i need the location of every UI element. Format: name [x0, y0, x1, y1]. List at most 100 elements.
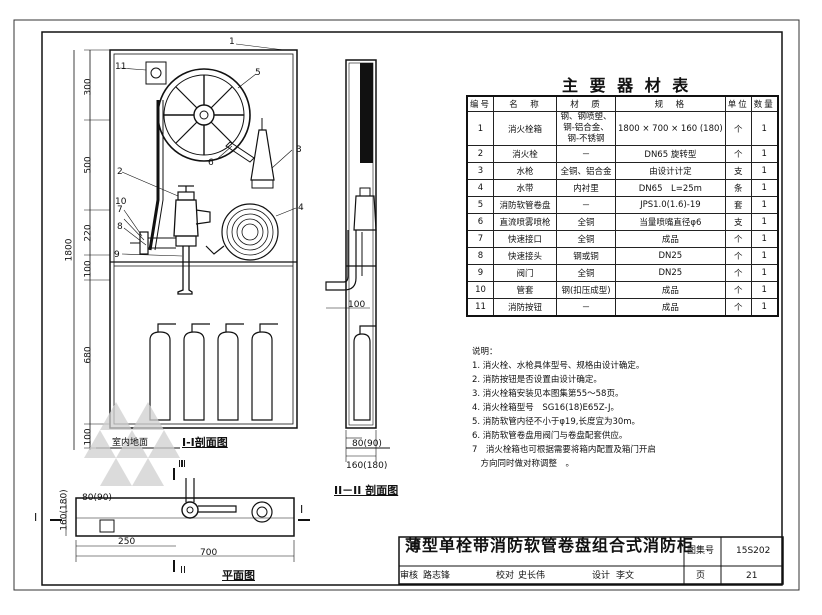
plan-cut-I-left: I: [34, 511, 38, 524]
cell-no: 3: [466, 162, 495, 180]
cell-qty: 1: [750, 213, 779, 231]
callout-7: 7: [117, 205, 123, 215]
watermark-logo: [84, 402, 180, 486]
cell-material: 钢(扣压成型): [556, 281, 617, 299]
reviewer-name: 路志锋: [423, 571, 451, 581]
side-dim-80-90: 80(90): [352, 439, 382, 449]
cell-no: 8: [466, 247, 495, 265]
checker-name: 史长伟: [518, 571, 546, 581]
dim-100-upper: 100: [83, 260, 94, 278]
plan-cut-II-bottom: II: [180, 565, 186, 576]
cell-unit: 支: [724, 162, 752, 180]
cell-material: 全铜: [556, 230, 617, 248]
cell-spec: JPS1.0(1.6)-19: [615, 196, 726, 214]
note-item: 4. 消火栓箱型号 SG16(18)E65Z-J。: [472, 403, 619, 413]
cell-name: 水枪: [493, 162, 558, 180]
col-no: 编号: [466, 95, 495, 112]
dim-300: 300: [83, 78, 94, 96]
table-title: 主 要 器 材 表: [562, 76, 692, 95]
cell-qty: 1: [750, 196, 779, 214]
plan-dim-80-90: 80(90): [82, 493, 112, 503]
dim-1800: 1800: [64, 238, 75, 262]
hose-coil-symbol: [205, 203, 279, 261]
cell-qty: 1: [750, 179, 779, 197]
page-number: 21: [746, 571, 758, 581]
cell-material: －: [556, 298, 617, 317]
page-label: 页: [696, 571, 706, 581]
dim-100-lower: 100: [83, 428, 94, 446]
note-item: 2. 消防按钮是否设置由设计确定。: [472, 375, 602, 385]
note-item: 方向同时做对称调整 。: [472, 459, 575, 469]
side-dim-100: 100: [348, 300, 366, 310]
cell-name: 阀门: [493, 264, 558, 282]
cell-name: 消防软管卷盘: [493, 196, 558, 214]
atlas-number: 15S202: [736, 546, 771, 556]
nozzle-symbol: [250, 118, 275, 189]
cell-qty: 1: [750, 247, 779, 265]
callout-10: 10: [115, 197, 127, 207]
cell-spec: 当量喷嘴直径φ6: [615, 213, 726, 231]
notes: 说明： 1. 消火栓、水枪具体型号、规格由设计确定。 2. 消防按钮是否设置由设计…: [472, 345, 656, 471]
notes-heading: 说明：: [472, 347, 498, 357]
review-label: 审核: [400, 571, 419, 581]
section-II-cut-mark: II: [178, 459, 184, 470]
outer-frame: [13, 19, 800, 591]
extinguishers: [149, 323, 278, 421]
cell-spec: DN25: [615, 247, 726, 265]
cell-unit: 个: [724, 281, 752, 299]
callout-3: 3: [296, 145, 302, 155]
col-spec: 规 格: [615, 95, 726, 112]
cell-spec: 成品: [615, 281, 726, 299]
note-item: 6. 消防软管卷盘用阀门与卷盘配套供应。: [472, 431, 628, 441]
cell-spec: 由设计计定: [615, 162, 726, 180]
inner-frame: [41, 31, 783, 586]
cell-unit: 个: [724, 111, 752, 146]
col-qty: 数量: [750, 95, 779, 112]
callout-2: 2: [117, 167, 123, 177]
fire-button-symbol: [145, 61, 167, 85]
cell-spec: DN25: [615, 264, 726, 282]
cell-spec: DN65 L=25m: [615, 179, 726, 197]
side-section: [325, 59, 390, 462]
cell-name: 快速接头: [493, 247, 558, 265]
cell-no: 10: [466, 281, 495, 299]
cell-no: 7: [466, 230, 495, 248]
title-block-frame: [398, 536, 784, 585]
cell-unit: 个: [724, 145, 752, 163]
atlas-label: 图集号: [687, 546, 715, 556]
front-elevation: [73, 43, 298, 450]
cell-unit: 个: [724, 230, 752, 248]
cell-qty: 1: [750, 162, 779, 180]
cell-qty: 1: [750, 298, 779, 317]
cell-name: 消火栓箱: [493, 111, 558, 146]
plan-dim-250: 250: [118, 537, 136, 547]
dim-220: 220: [83, 224, 94, 242]
cell-name: 快速接口: [493, 230, 558, 248]
plan-label: 平面图: [222, 569, 255, 582]
cell-material: 全铜: [556, 264, 617, 282]
cell-material: 内衬里: [556, 179, 617, 197]
cell-unit: 个: [724, 264, 752, 282]
cell-qty: 1: [750, 281, 779, 299]
callout-11: 11: [115, 62, 127, 72]
cell-no: 11: [466, 298, 495, 317]
cell-name: 管套: [493, 281, 558, 299]
section-I-label: I-I剖面图: [182, 436, 228, 449]
cell-qty: 1: [750, 230, 779, 248]
cell-material: 全铜、铝合金: [556, 162, 617, 180]
plan-view: [50, 468, 310, 572]
plan-dim-700: 700: [200, 548, 218, 558]
cell-qty: 1: [750, 145, 779, 163]
cell-unit: 支: [724, 213, 752, 231]
plan-cut-I-right: I: [300, 503, 304, 516]
cell-unit: 条: [724, 179, 752, 197]
note-item: 1. 消火栓、水枪具体型号、规格由设计确定。: [472, 361, 645, 371]
plan-cut-II-top: II: [180, 459, 186, 470]
check-label: 校对: [496, 571, 515, 581]
